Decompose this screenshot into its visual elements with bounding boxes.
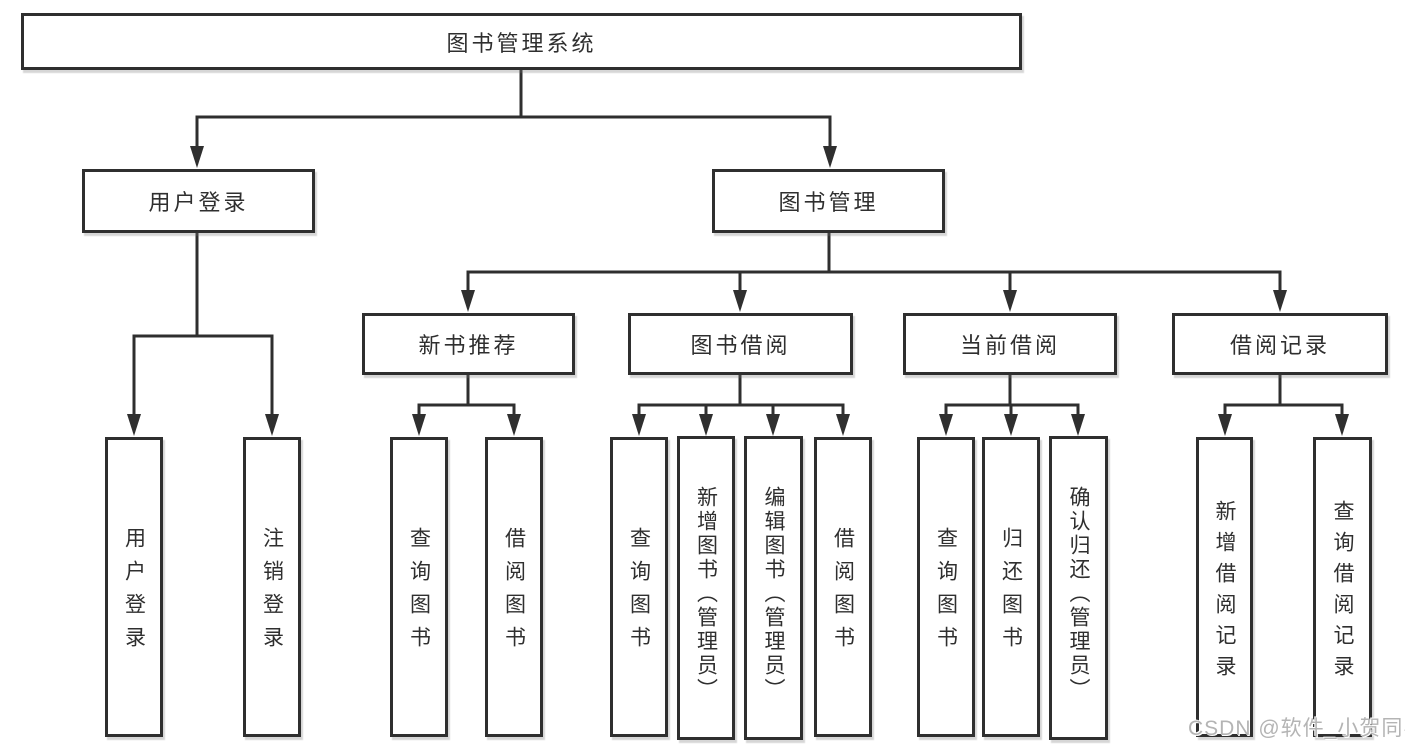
arrow-down-icon (1004, 414, 1018, 436)
node-label: 当前借阅 (959, 333, 1060, 358)
arrow-down-icon (823, 146, 837, 168)
arrow-down-icon (265, 414, 279, 436)
leaf-user-login: 用户登录 (105, 437, 163, 737)
node-label: 借阅图书 (831, 527, 855, 659)
node-new-book-recommend: 新书推荐 (362, 313, 575, 375)
node-label: 查询借阅记录 (1331, 500, 1354, 686)
watermark: CSDN @软件_小贺同学 (1188, 717, 1405, 740)
node-label: 编辑图书（管理员） (762, 486, 785, 702)
leaf-add-borrow-record: 新增借阅记录 (1196, 437, 1253, 737)
arrow-down-icon (1273, 290, 1287, 312)
arrow-down-icon (836, 414, 850, 436)
node-label: 查询图书 (934, 527, 958, 659)
node-user-login: 用户登录 (82, 169, 315, 233)
arrow-down-icon (699, 414, 713, 436)
arrow-down-icon (1003, 290, 1017, 312)
arrow-down-icon (766, 414, 780, 436)
connector-bookmgmt-to-level3 (466, 233, 1282, 302)
node-label: 用户登录 (122, 527, 146, 659)
arrow-down-icon (461, 290, 475, 312)
leaf-add-books-admin: 新增图书（管理员） (677, 436, 735, 740)
arrow-down-icon (1218, 414, 1232, 436)
node-label: 注销登录 (260, 527, 284, 659)
node-label: 查询图书 (627, 527, 651, 659)
arrow-down-icon (412, 414, 426, 436)
node-label: 新增借阅记录 (1213, 500, 1236, 686)
node-label: 用户登录 (148, 190, 249, 215)
node-label: 图书管理 (778, 190, 879, 215)
arrow-down-icon (632, 414, 646, 436)
connector-root-to-level2 (195, 70, 832, 158)
node-library-management-system: 图书管理系统 (21, 13, 1022, 70)
node-label: 归还图书 (999, 527, 1023, 659)
leaf-logout: 注销登录 (243, 437, 301, 737)
arrow-down-icon (190, 146, 204, 168)
arrow-down-icon (733, 290, 747, 312)
leaf-edit-books-admin: 编辑图书（管理员） (744, 436, 803, 740)
leaf-return-books: 归还图书 (982, 437, 1040, 737)
leaf-query-books: 查询图书 (390, 437, 448, 737)
node-label: 图书借阅 (690, 333, 791, 358)
leaf-borrow-books: 借阅图书 (485, 437, 543, 737)
connector-borrowrecords-to-leaves (1223, 375, 1344, 426)
arrow-down-icon (1071, 414, 1085, 436)
leaf-borrow-books: 借阅图书 (814, 437, 872, 737)
leaf-query-books: 查询图书 (610, 437, 668, 737)
connector-bookborrow-to-leaves (637, 375, 845, 426)
node-current-borrow: 当前借阅 (903, 313, 1117, 375)
arrow-down-icon (127, 414, 141, 436)
arrow-down-icon (1335, 414, 1349, 436)
arrow-down-icon (939, 414, 953, 436)
leaf-query-borrow-record: 查询借阅记录 (1313, 437, 1372, 737)
node-label: 确认归还（管理员） (1067, 486, 1090, 702)
leaf-confirm-return-admin: 确认归还（管理员） (1049, 436, 1108, 740)
connector-newbook-to-leaves (417, 375, 516, 426)
arrow-down-icon (507, 414, 521, 436)
node-label: 新书推荐 (418, 333, 519, 358)
connector-userlogin-to-leaves (132, 233, 274, 426)
node-borrow-records: 借阅记录 (1172, 313, 1388, 375)
node-label: 借阅图书 (502, 527, 526, 659)
node-book-borrow: 图书借阅 (628, 313, 853, 375)
arrow-down-icons (127, 146, 1349, 436)
node-label: 查询图书 (407, 527, 431, 659)
node-book-management: 图书管理 (712, 169, 945, 233)
node-label: 图书管理系统 (446, 30, 597, 56)
leaf-query-books: 查询图书 (917, 437, 975, 737)
node-label: 新增图书（管理员） (694, 486, 718, 702)
node-label: 借阅记录 (1229, 333, 1330, 358)
